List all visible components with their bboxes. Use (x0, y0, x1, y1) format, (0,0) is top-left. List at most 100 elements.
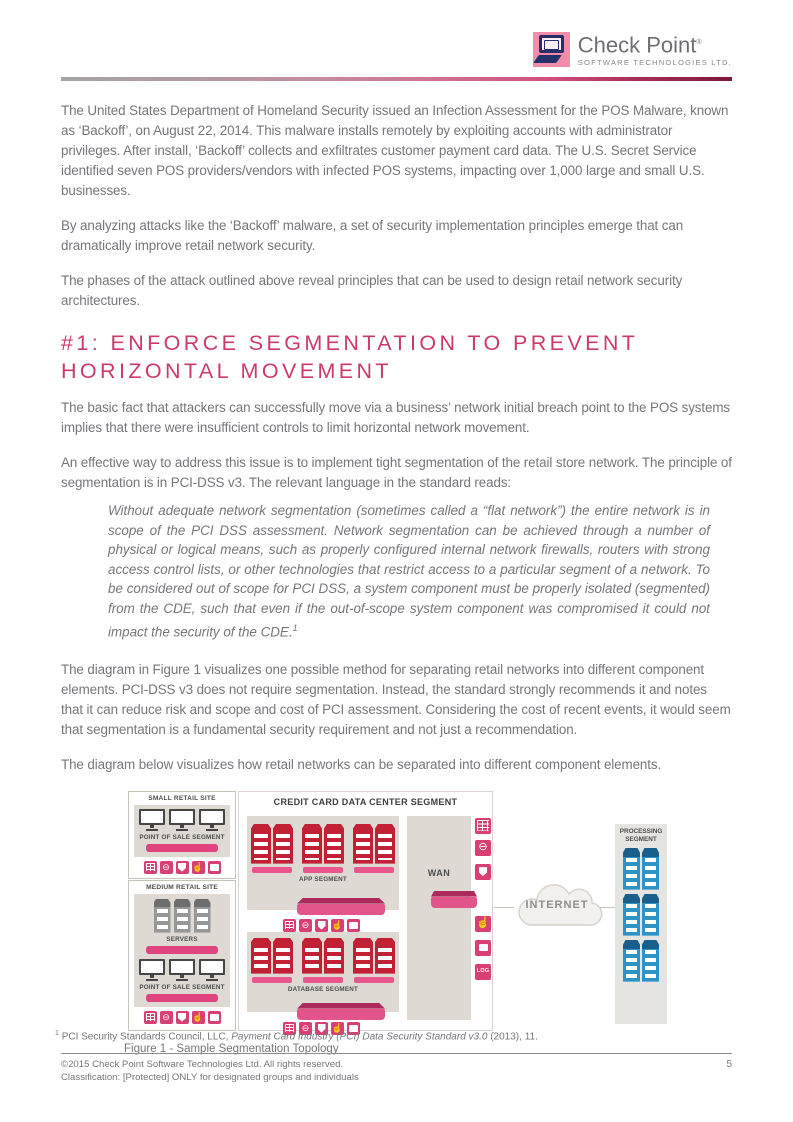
shield-icon (175, 1010, 189, 1024)
footnote-marker: 1 (55, 1030, 59, 1037)
firewall-icon (143, 860, 157, 874)
db-server-racks (247, 932, 399, 983)
media-icon (207, 860, 221, 874)
server-rack-icon (153, 898, 171, 933)
processing-rack-pair (623, 847, 659, 890)
connection-line (494, 906, 514, 908)
shield-icon (475, 863, 491, 880)
footnote-text: PCI Security Standards Council, LLC, (61, 1031, 232, 1043)
server-rack-icon (302, 823, 322, 864)
processing-segment-panel: PROCESSING SEGMENT (615, 823, 667, 1024)
rack-pair (251, 937, 293, 983)
server-rack-icon (623, 847, 640, 890)
switch-bar (252, 866, 292, 873)
pos-monitor-icon (169, 808, 195, 831)
log-icon: LOG (475, 963, 491, 980)
firewall-icon (143, 1010, 157, 1024)
media-icon (475, 939, 491, 956)
figure-1-diagram: SMALL RETAIL SITE POINT OF SALE SEGMENT … (123, 790, 668, 1035)
servers-label: SERVERS (166, 935, 198, 943)
gateway-bar (146, 945, 218, 954)
footnote: 1 PCI Security Standards Council, LLC, P… (55, 1030, 538, 1042)
logo-monitor-shape (538, 35, 564, 53)
rack-pair (353, 823, 395, 873)
intro-paragraph-1: The United States Department of Homeland… (61, 103, 729, 198)
small-retail-site-title: SMALL RETAIL SITE (148, 794, 216, 802)
logo-brand-name: Check Point® (577, 32, 702, 58)
quote-text: Without adequate network segmentation (s… (108, 503, 710, 640)
server-rack-icon (273, 937, 293, 974)
security-blade-icons: ⊖ ☝ (283, 1021, 360, 1035)
app-server-racks (247, 816, 399, 873)
checkpoint-logo: Check Point® SOFTWARE TECHNOLOGIES LTD. (532, 32, 732, 68)
server-rack-icon (193, 898, 211, 933)
logo-text-block: Check Point® SOFTWARE TECHNOLOGIES LTD. (577, 32, 732, 68)
section-paragraph-3: The diagram in Figure 1 visualizes one p… (61, 661, 731, 737)
connection-line (600, 906, 617, 908)
footer-copyright: ©2015 Check Point Software Technologies … (61, 1059, 344, 1070)
switch-bar (303, 976, 343, 983)
security-gateway-bar (297, 897, 385, 915)
section-paragraph-2: An effective way to address this issue i… (61, 455, 732, 490)
pos-segment-label: POINT OF SALE SEGMENT (139, 833, 225, 841)
intro-paragraph-3: The phases of the attack outlined above … (61, 273, 683, 308)
pos-monitor-icon (169, 958, 195, 981)
page-number: 5 (726, 1059, 732, 1070)
security-blade-icons: ⊖ ☝ (283, 918, 360, 932)
rack-pair (302, 937, 344, 983)
app-segment-panel: APP SEGMENT (247, 815, 399, 910)
switch-bar (354, 976, 394, 983)
data-center-box: CREDIT CARD DATA CENTER SEGMENT APP SEGM… (238, 790, 493, 1035)
pci-dss-quote: Without adequate network segmentation (s… (108, 501, 710, 642)
footnote-title-italic: Payment Card Industry (PCI) Data Securit… (231, 1031, 488, 1043)
server-rack-icon (623, 893, 640, 936)
pos-monitor-icon (199, 808, 225, 831)
firewall-icon (283, 1021, 296, 1035)
server-rack-icon (251, 823, 271, 864)
shield-icon (315, 918, 328, 932)
identity-icon: ☝ (191, 1010, 205, 1024)
pos-workstations (134, 958, 230, 981)
block-icon: ⊖ (475, 839, 491, 856)
footer-rule (61, 1053, 732, 1054)
server-rack-icon (273, 823, 293, 864)
database-segment-label: DATABASE SEGMENT (287, 985, 359, 993)
database-segment-panel: DATABASE SEGMENT (247, 931, 399, 1012)
medium-retail-panel: SERVERS POINT OF SALE SEGMENT (134, 893, 230, 1007)
shield-icon (175, 860, 189, 874)
block-icon: ⊖ (299, 918, 312, 932)
rack-pair (302, 823, 344, 873)
registered-mark: ® (696, 39, 702, 46)
server-rack-icon (642, 939, 659, 982)
media-icon (207, 1010, 221, 1024)
server-rack-icon (302, 937, 322, 974)
pos-monitor-icon (199, 958, 225, 981)
cloud-shape (518, 883, 603, 926)
identity-icon: ☝ (475, 915, 491, 932)
media-icon (347, 918, 360, 932)
server-rack-icon (642, 847, 659, 890)
rack-pair (251, 823, 293, 873)
block-icon: ⊖ (159, 1010, 173, 1024)
intro-paragraph-2: By analyzing attacks like the ‘Backoff’ … (61, 218, 684, 253)
gateway-bar (146, 993, 218, 1002)
section-heading: #1: ENFORCE SEGMENTATION TO PREVENT HORI… (61, 331, 638, 383)
security-gateway-bar (297, 1002, 385, 1020)
gateway-bar (146, 843, 218, 852)
data-center-title: CREDIT CARD DATA CENTER SEGMENT (273, 796, 458, 807)
processing-rack-pair (623, 939, 659, 982)
server-rack-icon (623, 939, 640, 982)
footer-text: ©2015 Check Point Software Technologies … (61, 1059, 359, 1084)
shield-icon (315, 1021, 328, 1035)
logo-subtitle: SOFTWARE TECHNOLOGIES LTD. (577, 58, 732, 68)
firewall-brick-icon (475, 817, 491, 834)
internet-cloud: INTERNET (511, 875, 603, 935)
checkpoint-logo-icon (532, 32, 570, 67)
media-icon (347, 1021, 360, 1035)
pos-segment-label: POINT OF SALE SEGMENT (139, 983, 225, 991)
server-rack-icon (251, 937, 271, 974)
identity-icon: ☝ (331, 918, 344, 932)
section-paragraph-1: The basic fact that attackers can succes… (61, 400, 731, 435)
switch-bar (252, 976, 292, 983)
quote-footnote-ref: 1 (292, 622, 298, 633)
